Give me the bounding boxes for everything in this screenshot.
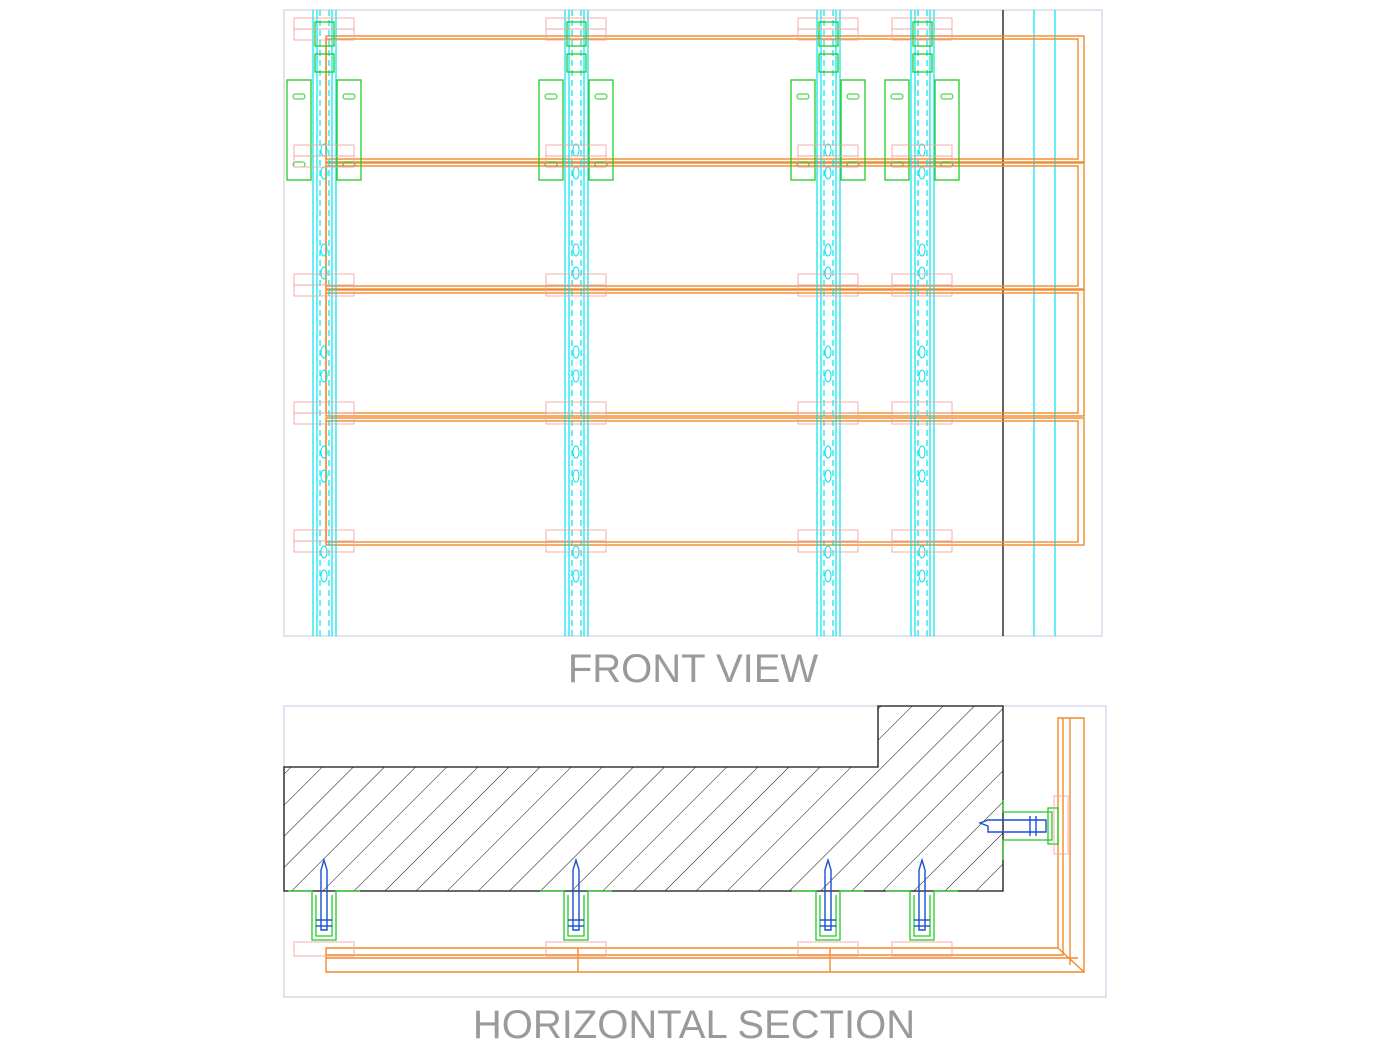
- mullion-1: [312, 10, 337, 636]
- panel: [325, 289, 1085, 417]
- side-anchor: [978, 795, 1069, 860]
- horizontal-section: [283, 705, 1107, 998]
- panel: [325, 417, 1085, 546]
- section-anchors: [288, 795, 1069, 957]
- panel-inner: [325, 292, 1079, 414]
- mullion-caps: [314, 21, 933, 73]
- front-view: [283, 9, 1103, 637]
- panel-rows: [325, 35, 1085, 546]
- section-panels: [325, 717, 1085, 973]
- mullion-3: [816, 10, 841, 636]
- panel: [325, 162, 1085, 290]
- concrete-wall: [283, 705, 1004, 892]
- panel-inner: [325, 38, 1079, 160]
- mullion-4: [910, 10, 935, 636]
- front-view-caption: FRONT VIEW: [568, 647, 819, 691]
- horizontal-section-caption: HORIZONTAL SECTION: [473, 1003, 915, 1047]
- wall-brackets: [286, 79, 960, 181]
- panel-clips: [293, 17, 953, 553]
- mullion-2: [564, 10, 589, 636]
- panel-inner: [325, 420, 1079, 543]
- panel-inner: [325, 165, 1079, 287]
- panel: [325, 35, 1085, 163]
- front-view-frame: [283, 9, 1103, 637]
- mullion-slots: [320, 143, 926, 583]
